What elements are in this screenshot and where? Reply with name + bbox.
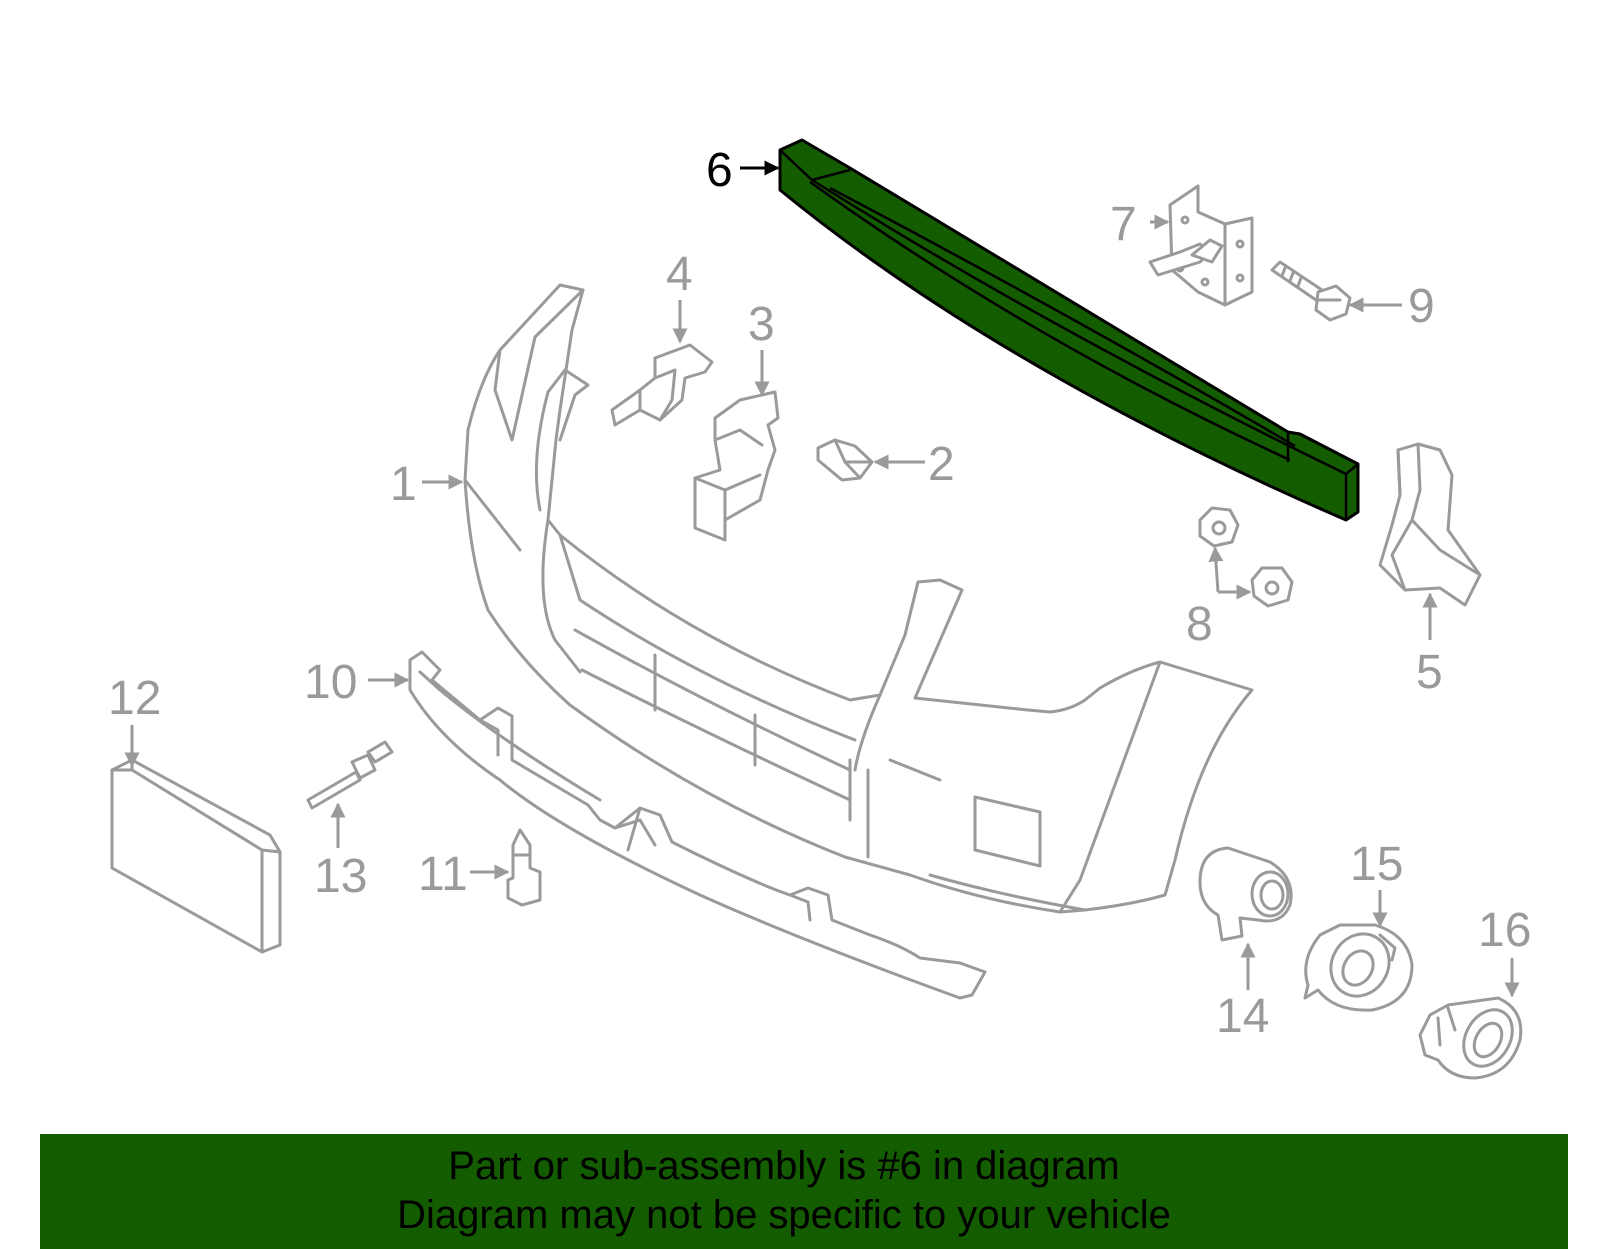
callout-12[interactable]: 12: [108, 672, 161, 725]
info-banner: Part or sub-assembly is #6 in diagram Di…: [40, 1134, 1568, 1249]
part-3-bracket[interactable]: [693, 390, 780, 542]
part-5-side-bracket[interactable]: [1378, 442, 1482, 607]
part-7-mounting-bracket[interactable]: [1148, 184, 1254, 307]
callout-5[interactable]: 5: [1416, 646, 1443, 699]
callout-11[interactable]: 11: [418, 848, 468, 901]
callout-1[interactable]: 1: [390, 458, 417, 511]
part-10-lower-deflector[interactable]: [408, 650, 987, 1000]
banner-line-2: Diagram may not be specific to your vehi…: [397, 1193, 1171, 1237]
callout-8[interactable]: 8: [1186, 598, 1213, 651]
part-6-reinforcement-bar[interactable]: [778, 138, 1360, 522]
callout-9[interactable]: 9: [1408, 280, 1435, 333]
part-8-nuts[interactable]: [1198, 506, 1294, 608]
part-9-bolt[interactable]: [1270, 260, 1352, 322]
part-12-plate[interactable]: [110, 758, 282, 954]
part-2-clip[interactable]: [816, 438, 874, 482]
callout-13[interactable]: 13: [314, 850, 367, 903]
part-13-pin[interactable]: [306, 740, 394, 810]
callout-4[interactable]: 4: [666, 248, 693, 301]
part-11-push-pin[interactable]: [506, 828, 542, 907]
callout-15[interactable]: 15: [1350, 838, 1403, 891]
callout-2[interactable]: 2: [928, 438, 955, 491]
part-1-bumper-cover[interactable]: [463, 283, 1254, 914]
callout-6[interactable]: 6: [706, 144, 733, 197]
callout-14[interactable]: 14: [1216, 990, 1269, 1043]
callout-3[interactable]: 3: [748, 298, 775, 351]
callout-10[interactable]: 10: [304, 656, 357, 709]
part-16-sensor-retainer[interactable]: [1418, 996, 1523, 1080]
part-4-bracket[interactable]: [610, 343, 714, 427]
banner-line-1: Part or sub-assembly is #6 in diagram: [448, 1144, 1120, 1188]
callout-numbers: 6 7 9 4 3 2 1 8 5 10 12 13 11 15 14 16: [108, 144, 1531, 1043]
part-15-sensor-bracket[interactable]: [1303, 923, 1414, 1012]
callout-16[interactable]: 16: [1478, 904, 1531, 957]
part-14-park-sensor[interactable]: [1198, 846, 1293, 942]
callout-7[interactable]: 7: [1110, 198, 1137, 251]
leader-lines: [124, 160, 1520, 998]
